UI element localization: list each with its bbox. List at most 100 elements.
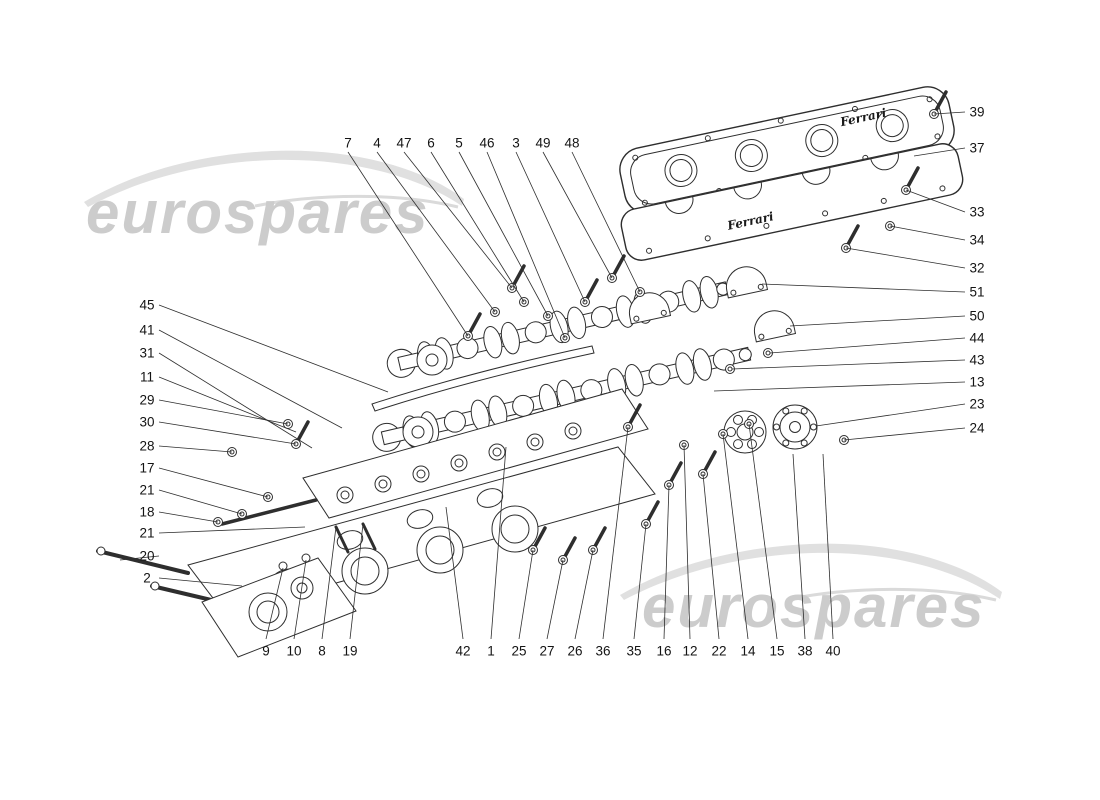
callout-13: 13 bbox=[969, 375, 984, 390]
leader-line-44 bbox=[769, 337, 966, 354]
callout-40: 40 bbox=[825, 644, 840, 659]
cam-drive-flange bbox=[772, 404, 818, 450]
callout-14: 14 bbox=[740, 644, 756, 659]
callout-39: 39 bbox=[969, 105, 984, 120]
leader-line-49 bbox=[542, 151, 613, 279]
callout-19: 19 bbox=[342, 644, 357, 659]
leader-line-3 bbox=[515, 151, 586, 303]
callout-7: 7 bbox=[344, 136, 352, 151]
leader-line-6 bbox=[430, 151, 525, 303]
callout-24: 24 bbox=[969, 421, 985, 436]
callout-1: 1 bbox=[487, 644, 495, 659]
callout-2: 2 bbox=[143, 571, 151, 586]
intake-ports bbox=[336, 488, 504, 550]
cam-bearing-cap bbox=[628, 292, 672, 325]
leader-line-13 bbox=[713, 381, 966, 392]
washer-hole bbox=[903, 187, 909, 193]
valve-cover-top: Ferrari bbox=[619, 86, 955, 214]
leader-line-20 bbox=[119, 555, 160, 561]
valve-spring-row bbox=[336, 422, 582, 504]
callout-22: 22 bbox=[711, 644, 726, 659]
callout-4: 4 bbox=[373, 136, 381, 151]
leader-line-18 bbox=[158, 511, 219, 523]
cam-sprocket bbox=[416, 344, 448, 376]
callout-25: 25 bbox=[511, 644, 526, 659]
callout-37: 37 bbox=[969, 141, 984, 156]
leader-line-17 bbox=[158, 467, 269, 498]
washer-hole bbox=[239, 511, 245, 517]
callout-35: 35 bbox=[626, 644, 641, 659]
callout-12: 12 bbox=[682, 644, 697, 659]
callout-51: 51 bbox=[969, 285, 984, 300]
callout-28: 28 bbox=[139, 439, 154, 454]
callout-5: 5 bbox=[455, 136, 463, 151]
washer-hole bbox=[545, 313, 551, 319]
leader-line-45 bbox=[158, 304, 389, 393]
leader-line-27 bbox=[546, 559, 564, 640]
leader-line-21 bbox=[158, 526, 306, 534]
leader-line-11 bbox=[158, 376, 297, 433]
camshaft-exhaust bbox=[372, 346, 752, 452]
callout-44: 44 bbox=[969, 331, 985, 346]
leader-line-35 bbox=[633, 523, 647, 640]
car-swoosh-underline bbox=[789, 587, 997, 602]
washer-hole bbox=[465, 333, 471, 339]
callout-45: 45 bbox=[139, 298, 154, 313]
leader-line-4 bbox=[376, 151, 496, 313]
leader-line-33 bbox=[905, 189, 966, 213]
leader-line-37 bbox=[913, 147, 966, 157]
watermark-text: eurospares bbox=[642, 573, 986, 640]
washer-hole bbox=[582, 299, 588, 305]
callout-34: 34 bbox=[969, 233, 985, 248]
callout-42: 42 bbox=[455, 644, 470, 659]
leader-line-7 bbox=[347, 151, 469, 337]
watermark-text: eurospares bbox=[86, 179, 430, 246]
washer-hole bbox=[492, 309, 498, 315]
leader-line-29 bbox=[158, 399, 289, 425]
leader-line-9 bbox=[265, 567, 284, 640]
leader-line-38 bbox=[792, 453, 806, 640]
leader-line-26 bbox=[574, 549, 594, 640]
callout-9: 9 bbox=[262, 644, 270, 659]
callout-3: 3 bbox=[512, 136, 520, 151]
callout-27: 27 bbox=[539, 644, 554, 659]
callout-41: 41 bbox=[139, 323, 154, 338]
leader-line-32 bbox=[845, 247, 966, 269]
callout-17: 17 bbox=[139, 461, 154, 476]
leader-line-50 bbox=[789, 315, 966, 327]
leader-line-40 bbox=[822, 453, 834, 640]
leader-line-15 bbox=[748, 423, 778, 640]
callout-50: 50 bbox=[969, 309, 984, 324]
callout-31: 31 bbox=[139, 346, 154, 361]
leader-line-10 bbox=[293, 559, 307, 640]
leader-line-8 bbox=[321, 526, 337, 640]
leader-line-48 bbox=[571, 151, 641, 293]
valve-cover-flange-outline bbox=[620, 143, 964, 261]
watermark-top-left: eurospares bbox=[84, 150, 464, 246]
callout-10: 10 bbox=[286, 644, 301, 659]
cam-sprocket bbox=[402, 416, 434, 448]
callout-8: 8 bbox=[318, 644, 326, 659]
leader-line-47 bbox=[403, 151, 513, 289]
callout-36: 36 bbox=[595, 644, 610, 659]
leader-line-42 bbox=[445, 506, 464, 640]
callout-43: 43 bbox=[969, 353, 984, 368]
callout-16: 16 bbox=[656, 644, 671, 659]
callout-38: 38 bbox=[797, 644, 812, 659]
leader-line-14 bbox=[722, 433, 749, 640]
callout-30: 30 bbox=[139, 415, 154, 430]
callout-48: 48 bbox=[564, 136, 579, 151]
leader-line-23 bbox=[815, 403, 966, 427]
callout-15: 15 bbox=[769, 644, 784, 659]
cam-bearing-cap bbox=[725, 266, 769, 299]
leader-line-31 bbox=[158, 352, 313, 449]
chain-guide bbox=[371, 345, 595, 412]
callout-6: 6 bbox=[427, 136, 435, 151]
leader-line-24 bbox=[843, 427, 966, 441]
washer-hole bbox=[521, 299, 527, 305]
callout-49: 49 bbox=[535, 136, 550, 151]
washer-hole bbox=[562, 335, 568, 341]
leader-line-1 bbox=[490, 446, 507, 640]
cylinder-head bbox=[96, 388, 656, 616]
